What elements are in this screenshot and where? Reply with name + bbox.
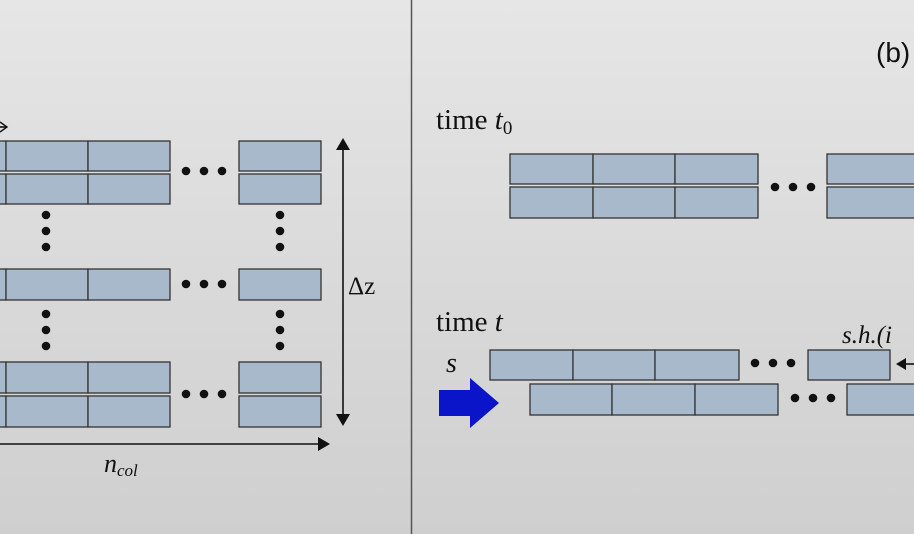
brick xyxy=(694,383,779,416)
panel-b-label: (b) xyxy=(876,37,910,68)
brick xyxy=(826,153,914,185)
ellipsis-vertical-icon xyxy=(41,309,51,351)
brick xyxy=(87,395,171,428)
brick xyxy=(846,383,914,416)
brick xyxy=(238,395,322,428)
brick xyxy=(509,153,594,185)
brick xyxy=(807,349,891,381)
wall-at-t xyxy=(489,349,914,416)
brick xyxy=(592,153,676,185)
left-panel: Δz ncol xyxy=(0,121,375,480)
brick xyxy=(5,140,89,172)
brick xyxy=(5,395,89,428)
shift-label: s.h.(i xyxy=(842,322,892,349)
brick xyxy=(238,140,322,172)
brick xyxy=(5,173,89,205)
brick-row-middle xyxy=(0,268,322,301)
brick xyxy=(489,349,574,381)
brick xyxy=(509,186,594,219)
brick xyxy=(0,395,7,428)
brick xyxy=(0,140,7,172)
shift-arrow xyxy=(896,358,914,370)
ellipsis-horizontal-icon xyxy=(181,279,227,289)
ellipsis-horizontal-icon xyxy=(790,393,836,403)
brick xyxy=(826,186,914,219)
ellipsis-vertical-icon xyxy=(275,210,285,252)
time-t0-label: time t0 xyxy=(436,104,512,139)
brick xyxy=(611,383,696,416)
brick xyxy=(674,153,759,185)
delta-z-arrow xyxy=(336,138,350,426)
brick xyxy=(87,268,171,301)
right-panel: (b) time t0 time t s xyxy=(436,37,914,428)
brick xyxy=(654,349,740,381)
brick xyxy=(238,268,322,301)
brick xyxy=(592,186,676,219)
brick xyxy=(238,361,322,394)
wall-at-t0 xyxy=(509,153,914,219)
ellipsis-horizontal-icon xyxy=(181,166,227,176)
ellipsis-horizontal-icon xyxy=(770,182,816,192)
brick xyxy=(87,140,171,172)
brick xyxy=(87,173,171,205)
arrowhead-icon xyxy=(0,121,9,133)
delta-z-label: Δz xyxy=(348,273,375,300)
ellipsis-vertical-icon xyxy=(275,309,285,351)
s-label: s xyxy=(446,348,457,379)
brick xyxy=(0,268,7,301)
push-arrow-icon xyxy=(439,378,499,428)
brick xyxy=(529,383,613,416)
ellipsis-horizontal-icon xyxy=(181,389,227,399)
brick xyxy=(674,186,759,219)
brick xyxy=(87,361,171,394)
time-t-label: time t xyxy=(436,306,504,338)
n-col-label: ncol xyxy=(104,449,138,480)
brick xyxy=(238,173,322,205)
brick xyxy=(0,361,7,394)
ellipsis-vertical-icon xyxy=(41,210,51,252)
brick xyxy=(572,349,656,381)
brick xyxy=(5,268,89,301)
ellipsis-horizontal-icon xyxy=(750,358,796,368)
brick xyxy=(0,173,7,205)
n-col-arrow xyxy=(0,437,330,451)
brick-row-top xyxy=(0,140,322,205)
brick-row-bottom xyxy=(0,361,322,428)
brick xyxy=(5,361,89,394)
